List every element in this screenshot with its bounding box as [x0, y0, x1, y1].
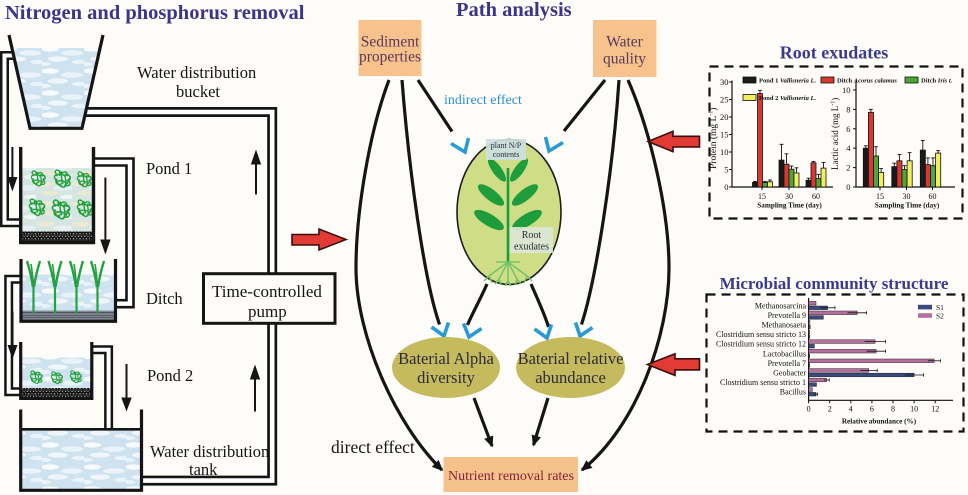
- svg-text:Nutrient removal rates: Nutrient removal rates: [448, 469, 574, 484]
- svg-text:diversity: diversity: [417, 368, 475, 387]
- svg-text:12: 12: [931, 405, 939, 414]
- svg-text:contents: contents: [493, 150, 520, 159]
- svg-text:S2: S2: [936, 311, 944, 320]
- svg-text:8: 8: [846, 104, 850, 114]
- svg-text:quality: quality: [603, 51, 646, 68]
- svg-text:Root exudates: Root exudates: [780, 43, 889, 63]
- svg-text:Pond 1: Pond 1: [146, 159, 192, 178]
- svg-text:60: 60: [929, 192, 937, 201]
- svg-text:30: 30: [720, 77, 729, 87]
- svg-text:20: 20: [720, 112, 729, 122]
- svg-text:tank: tank: [189, 460, 218, 479]
- svg-text:10: 10: [720, 147, 729, 157]
- svg-text:Prevotella 7: Prevotella 7: [768, 359, 806, 368]
- svg-text:pump: pump: [248, 302, 287, 321]
- svg-text:0: 0: [846, 182, 850, 192]
- svg-text:Relative abundance (%): Relative abundance (%): [842, 418, 917, 426]
- svg-text:Water: Water: [606, 34, 643, 51]
- svg-text:30: 30: [903, 192, 911, 201]
- svg-text:Baterial Alpha: Baterial Alpha: [398, 349, 494, 368]
- svg-text:Methanosarcina: Methanosarcina: [755, 301, 807, 310]
- svg-text:Water distribution: Water distribution: [137, 63, 256, 82]
- svg-text:5: 5: [724, 165, 728, 175]
- svg-text:0: 0: [724, 182, 728, 192]
- svg-text:Sediment: Sediment: [361, 34, 420, 51]
- svg-text:30: 30: [785, 192, 793, 201]
- svg-text:15: 15: [758, 192, 766, 201]
- svg-text:Ditch: Ditch: [146, 289, 183, 308]
- svg-text:Prevotella 9: Prevotella 9: [768, 311, 806, 320]
- svg-text:25: 25: [720, 95, 729, 105]
- svg-text:4: 4: [846, 143, 851, 153]
- svg-text:Clostridium sensu stricto 1: Clostridium sensu stricto 1: [720, 378, 806, 387]
- svg-text:Sampling Time (day): Sampling Time (day): [757, 202, 822, 210]
- svg-text:Protein (mg L-1): Protein (mg L-1): [708, 108, 719, 169]
- svg-text:Bacillus: Bacillus: [780, 388, 806, 397]
- svg-text:abundance: abundance: [535, 368, 606, 387]
- svg-text:2: 2: [828, 405, 832, 414]
- svg-text:Ditch Acorus calamus: Ditch Acorus calamus: [837, 78, 897, 85]
- svg-text:8: 8: [891, 405, 895, 414]
- svg-text:Pond 1 Vallisneria L.: Pond 1 Vallisneria L.: [759, 78, 816, 85]
- svg-text:0: 0: [807, 405, 811, 414]
- svg-text:Geobacter: Geobacter: [773, 369, 806, 378]
- svg-text:Water distribution: Water distribution: [150, 442, 269, 461]
- svg-text:direct effect: direct effect: [331, 437, 415, 457]
- svg-text:Clostridium sensu stricto 13: Clostridium sensu stricto 13: [716, 330, 806, 339]
- svg-text:Sampling Time (day): Sampling Time (day): [875, 202, 940, 210]
- svg-text:60: 60: [812, 192, 820, 201]
- svg-text:10: 10: [910, 405, 918, 414]
- svg-text:Nitrogen and phosphorus remova: Nitrogen and phosphorus removal: [5, 2, 305, 24]
- svg-text:Pond 2: Pond 2: [147, 366, 193, 385]
- svg-text:Baterial relative: Baterial relative: [518, 349, 624, 368]
- svg-text:properties: properties: [359, 49, 421, 66]
- svg-text:plant N/P: plant N/P: [491, 141, 522, 150]
- svg-text:Path analysis: Path analysis: [456, 0, 572, 21]
- svg-text:2: 2: [846, 163, 850, 173]
- svg-text:Root: Root: [522, 230, 542, 241]
- svg-text:bucket: bucket: [176, 82, 220, 101]
- svg-text:Methanosaeta: Methanosaeta: [762, 321, 807, 330]
- svg-text:Microbial community structure: Microbial community structure: [720, 274, 949, 293]
- svg-text:Lactobacillus: Lactobacillus: [763, 349, 806, 358]
- svg-text:Lactic acid (mg L-1): Lactic acid (mg L-1): [830, 98, 840, 170]
- svg-text:4: 4: [849, 405, 853, 414]
- svg-text:15: 15: [876, 192, 884, 201]
- svg-text:exudates: exudates: [514, 242, 549, 253]
- svg-text:Pond 2 Vallisneria L.: Pond 2 Vallisneria L.: [759, 95, 816, 102]
- svg-text:6: 6: [870, 405, 874, 414]
- svg-text:indirect effect: indirect effect: [444, 93, 522, 108]
- svg-text:6: 6: [846, 124, 850, 134]
- svg-text:Clostridium sensu stricto 12: Clostridium sensu stricto 12: [716, 340, 806, 349]
- svg-text:15: 15: [720, 130, 729, 140]
- svg-text:S1: S1: [936, 303, 944, 312]
- svg-text:10: 10: [842, 85, 851, 95]
- svg-text:Time-controlled: Time-controlled: [212, 282, 322, 301]
- svg-text:Ditch Iris t.: Ditch Iris t.: [921, 78, 953, 85]
